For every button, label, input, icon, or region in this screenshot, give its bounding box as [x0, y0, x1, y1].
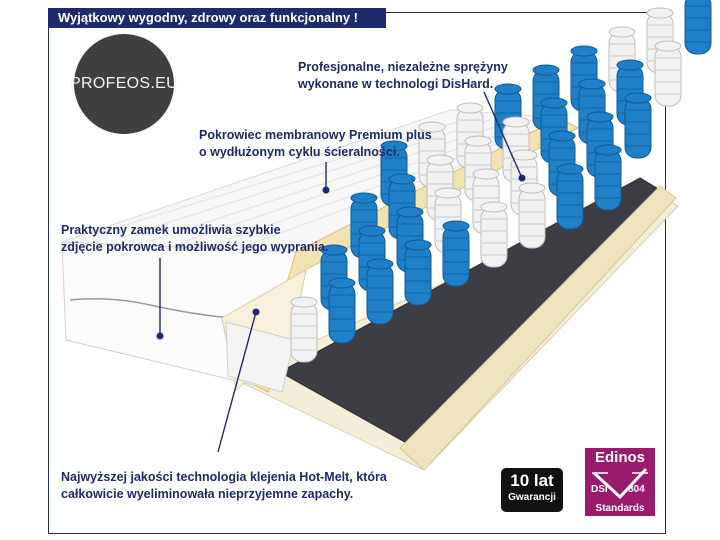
spring-top [624, 92, 652, 104]
spring-pocket [404, 244, 432, 306]
spring-pocket [654, 45, 682, 107]
spring-pocket [442, 225, 470, 287]
spring-pocket [684, 0, 712, 55]
spring-top [548, 130, 576, 142]
edinos-dsi: DSI [591, 484, 608, 495]
spring-pocket [328, 282, 356, 344]
spring-top [434, 187, 462, 199]
spring-top [472, 168, 500, 180]
spring-top [358, 225, 386, 237]
spring-top [616, 59, 644, 71]
callout-springs: Profesjonalne, niezależne sprężyny wykon… [298, 60, 508, 91]
spring-pocket [290, 301, 318, 363]
spring-top [350, 192, 378, 204]
leader-dots [156, 174, 526, 340]
callout-hotmelt: Najwyższej jakości technologia klejenia … [61, 470, 387, 501]
edinos-title: Edinos [594, 449, 645, 466]
spring-top [570, 45, 598, 57]
spring-top [396, 206, 424, 218]
spring-top [388, 173, 416, 185]
mattress-foam-rim [399, 185, 677, 471]
edinos-standards: Standards [595, 503, 645, 514]
checkmark-icon [592, 467, 648, 500]
leader-lines [159, 91, 523, 453]
spring-pocket [366, 263, 394, 325]
spring-top [328, 277, 356, 289]
spring-top [510, 149, 538, 161]
headline-banner: Wyjątkowy wygodny, zdrowy oraz funkcjona… [48, 8, 386, 28]
spring-pocket [594, 149, 622, 211]
spring-top [456, 102, 484, 114]
spring-top [532, 64, 560, 76]
spring-top [646, 7, 674, 19]
logo-text: PROFEOS.EU [70, 75, 178, 92]
spring-top [594, 144, 622, 156]
callout-zipper: Praktyczny zamek umożliwia szybkie zdjęc… [61, 223, 329, 254]
spring-top [608, 26, 636, 38]
spring-top [426, 154, 454, 166]
spring-top [578, 78, 606, 90]
spring-top [418, 121, 446, 133]
spring-top [494, 83, 522, 95]
spring-top [480, 201, 508, 213]
spring-top [366, 258, 394, 270]
spring-top [556, 163, 584, 175]
spring-top [518, 182, 546, 194]
spring-pocket [480, 206, 508, 268]
spring-top [404, 239, 432, 251]
warranty-badge: 10 lat Gwarancji [501, 468, 563, 512]
edinos-badge: Edinos DSI 804 Standards [585, 448, 655, 516]
spring-top [502, 116, 530, 128]
spring-top [380, 140, 408, 152]
spring-top [464, 135, 492, 147]
spring-pocket [518, 187, 546, 249]
warranty-label: Gwarancji [508, 492, 556, 503]
pocket-springs [290, 0, 712, 363]
spring-top [654, 40, 682, 52]
profeos-logo: PROFEOS.EU [70, 34, 178, 134]
spring-top [586, 111, 614, 123]
spring-top [320, 244, 348, 256]
spring-top [540, 97, 568, 109]
spring-pocket [556, 168, 584, 230]
edinos-number: 804 [628, 484, 645, 495]
spring-top [442, 220, 470, 232]
spring-pocket [624, 97, 652, 159]
warranty-years: 10 lat [510, 471, 554, 490]
mattress-front-cover [225, 321, 295, 393]
spring-top [290, 296, 318, 308]
callout-cover: Pokrowiec membranowy Premium plus o wydł… [199, 128, 432, 159]
